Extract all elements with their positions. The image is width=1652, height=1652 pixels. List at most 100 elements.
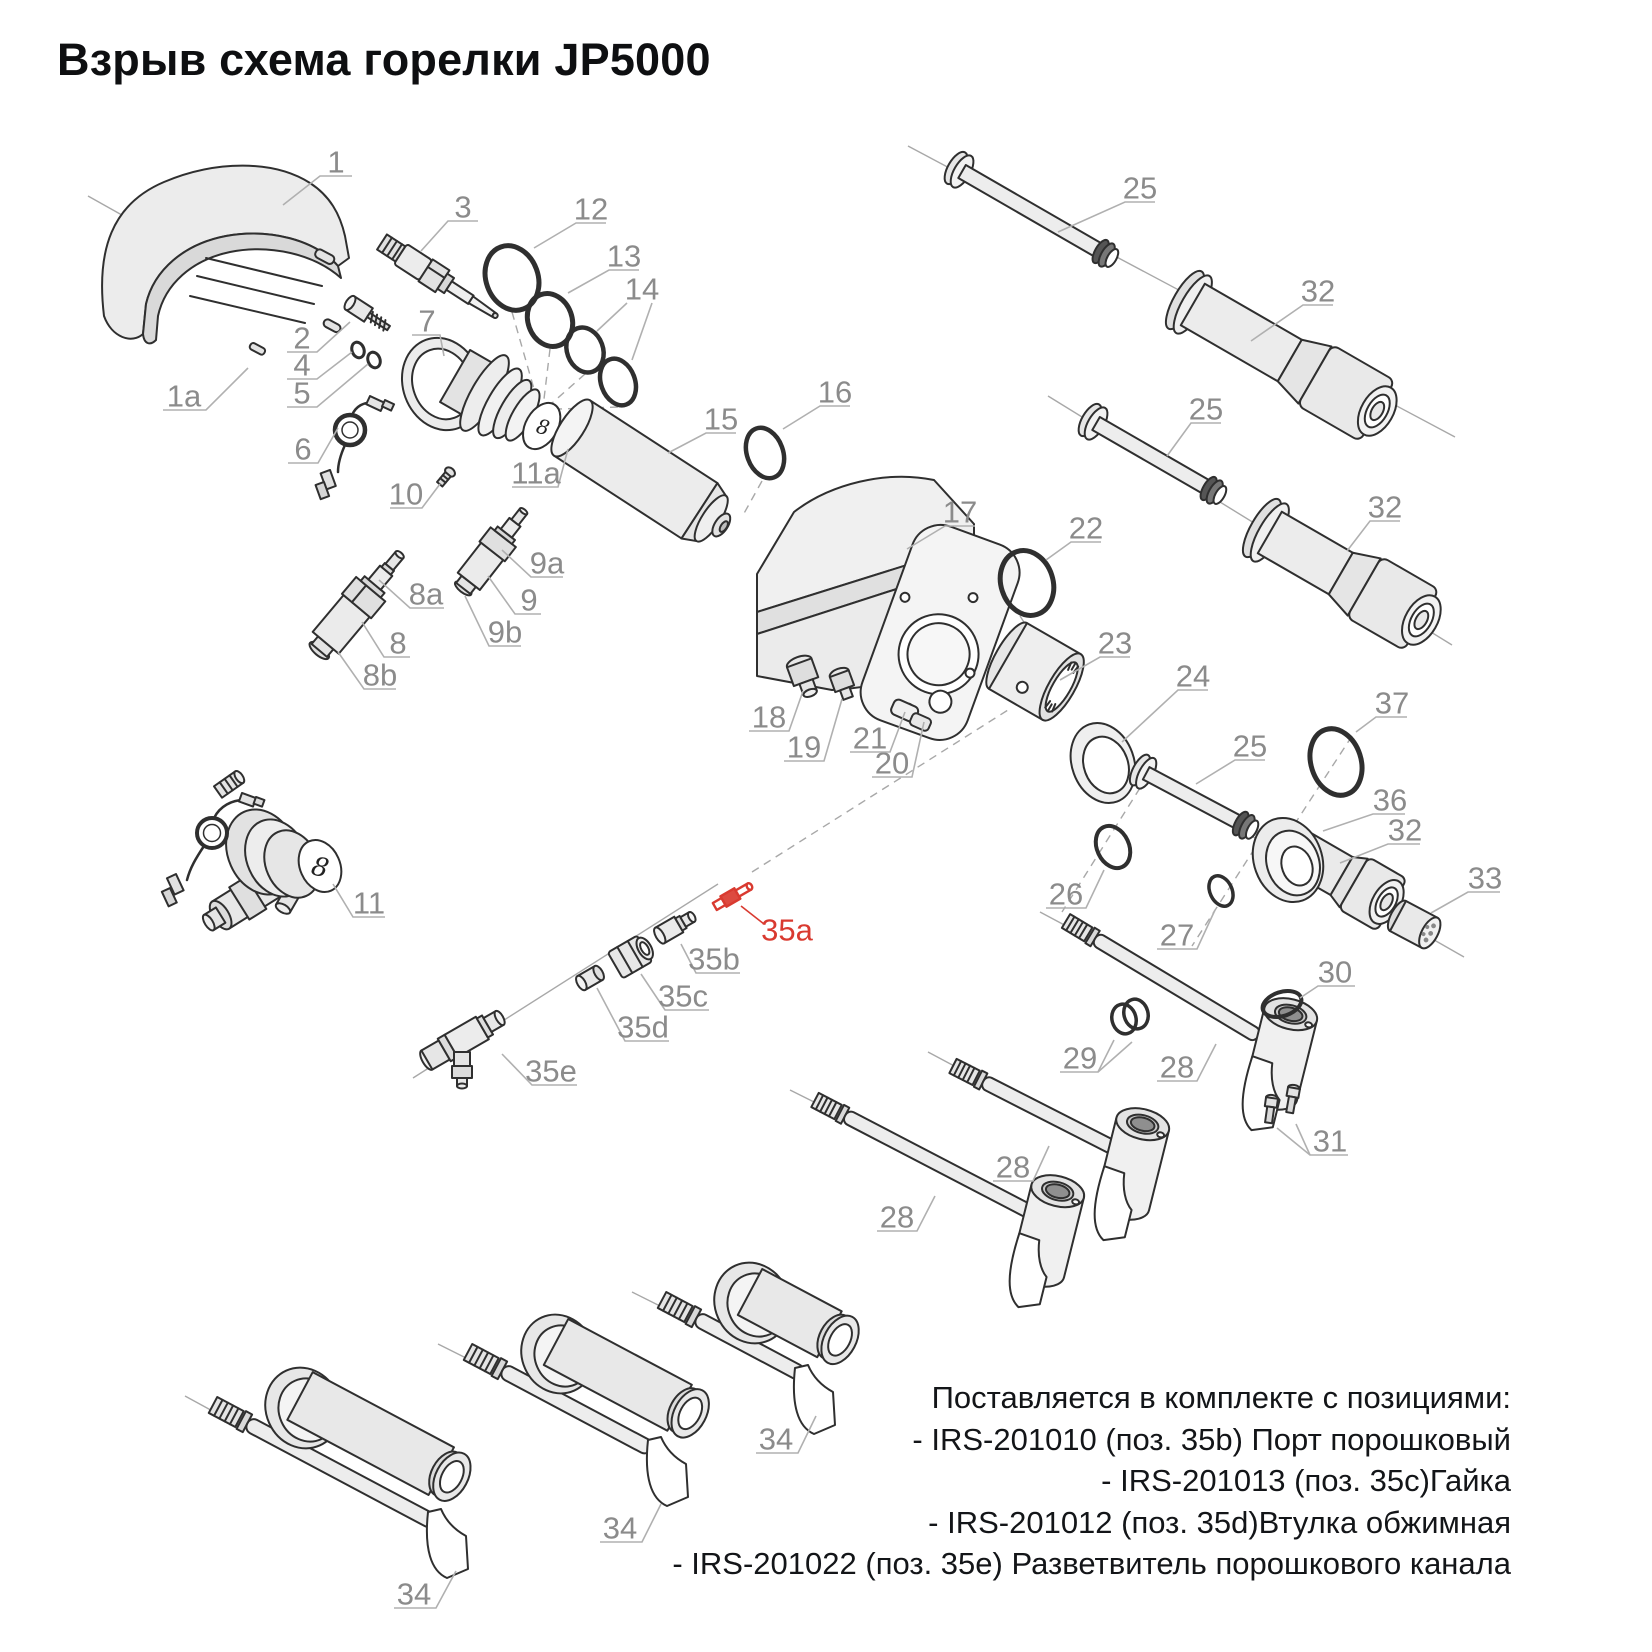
leader-13 (567, 269, 639, 294)
leader-29 (1097, 1041, 1133, 1073)
leader-35c (640, 973, 709, 1011)
leader-20 (872, 721, 925, 778)
callout-32-1: 32 (1301, 274, 1335, 309)
callout-6: 6 (294, 432, 311, 467)
leader-30 (1299, 985, 1355, 999)
leader-34-1 (394, 1570, 457, 1609)
part-barrel-32-mid (1241, 497, 1442, 649)
part-oring-16 (743, 425, 787, 481)
part-oring-37 (1307, 726, 1365, 798)
part-oring-14b (597, 356, 639, 408)
callout-2: 2 (293, 321, 310, 356)
leader-17 (906, 525, 975, 550)
leader-3 (420, 220, 478, 252)
leader-15 (667, 432, 736, 454)
part-cylinder-15 (550, 398, 732, 543)
leader-33 (1430, 891, 1500, 914)
callout-7: 7 (418, 304, 435, 339)
leader-28-2 (993, 1145, 1050, 1182)
leader-28-3 (877, 1195, 936, 1232)
callout-28-2: 28 (996, 1150, 1030, 1185)
leader-32-1 (1250, 304, 1333, 342)
part-flange-36 (1251, 816, 1325, 904)
callout-35d: 35d (617, 1010, 669, 1045)
leader-8b (337, 651, 396, 690)
callout-35b: 35b (688, 942, 740, 977)
part-oring-4 (350, 340, 366, 360)
leader-37 (1355, 716, 1407, 733)
part-nut-35c (607, 935, 654, 979)
callout-8b: 8b (363, 658, 397, 693)
part-port-35b (653, 911, 697, 945)
leader-9 (487, 575, 541, 615)
part-main-body (756, 475, 1021, 741)
leader-36 (1322, 813, 1405, 832)
callout-33: 33 (1468, 861, 1502, 896)
leader-25-1 (1057, 201, 1155, 233)
callout-15: 15 (704, 402, 738, 437)
callout-1: 1 (327, 145, 344, 180)
part-hose-28-middle (948, 1057, 1171, 1242)
leader-14 (631, 302, 653, 361)
leader-35b (680, 943, 740, 974)
leader-12 (533, 222, 606, 249)
part-oring-5 (366, 350, 382, 370)
leader-9b (464, 595, 521, 647)
leader-16 (782, 405, 850, 430)
part-screws-31 (1263, 1083, 1301, 1125)
callout-35a: 35a (761, 913, 813, 948)
leader-11a (512, 448, 569, 488)
leader-27 (1157, 909, 1216, 950)
part-screw-10 (436, 466, 456, 488)
leader-9a (501, 549, 563, 578)
part-insert-33 (1386, 899, 1442, 950)
callout-16: 16 (818, 375, 852, 410)
kit-note-line: - IRS-201022 (поз. 35e) Разветвитель пор… (672, 1546, 1511, 1581)
callout-22: 22 (1069, 511, 1103, 546)
part-tube-25-mid (1077, 402, 1228, 505)
leader-1a (163, 367, 249, 411)
leader-4 (287, 351, 353, 380)
callout-14: 14 (625, 272, 659, 307)
part-pin-35a (711, 882, 754, 912)
callout-9a: 9a (530, 546, 565, 581)
leader-35a (740, 905, 765, 925)
callout-13: 13 (607, 239, 641, 274)
leader-28-1 (1157, 1043, 1217, 1082)
callout-4: 4 (293, 348, 310, 383)
leader-6 (288, 427, 339, 464)
part-tube-25-top (943, 150, 1120, 268)
part-hose-28-right (1060, 913, 1319, 1132)
part-washer-24 (1069, 722, 1137, 804)
part-roller-34-right (656, 1261, 860, 1435)
page-title: Взрыв схема горелки JP5000 (57, 34, 711, 85)
callout-29: 29 (1063, 1041, 1097, 1076)
callout-27: 27 (1160, 918, 1194, 953)
part-valve-9 (453, 507, 529, 597)
leader-25-2 (1166, 422, 1221, 457)
callout-26: 26 (1049, 877, 1083, 912)
callout-8: 8 (389, 626, 406, 661)
leader-8 (361, 621, 410, 658)
leader-21 (850, 711, 906, 753)
callout-34-1: 34 (397, 1577, 431, 1612)
part-oring-22 (997, 548, 1057, 618)
leader-34-3 (756, 1415, 817, 1454)
callout-21: 21 (853, 721, 887, 756)
leader-23 (1059, 656, 1130, 681)
callout-8a: 8a (409, 577, 444, 612)
leader-1 (282, 175, 352, 206)
leader-5 (287, 363, 369, 408)
part-cover (101, 164, 350, 356)
part-collar-23 (985, 621, 1085, 722)
callout-25-1: 25 (1123, 171, 1157, 206)
callout-31: 31 (1313, 1124, 1347, 1159)
callout-12: 12 (574, 192, 608, 227)
callout-30: 30 (1318, 955, 1352, 990)
part-valve-8 (308, 549, 405, 661)
part-electrode-bushing (343, 294, 391, 332)
callout-19: 19 (787, 730, 821, 765)
callout-28-1: 28 (1160, 1050, 1194, 1085)
